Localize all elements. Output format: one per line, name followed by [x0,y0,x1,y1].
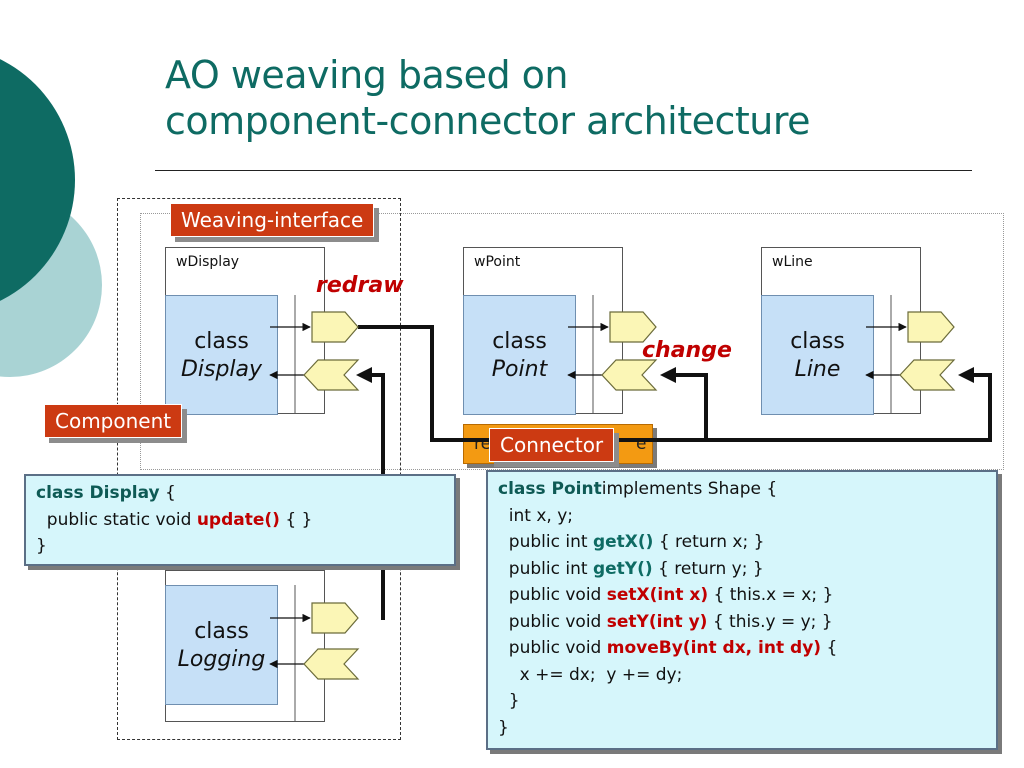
code-line: class Display { [36,480,444,507]
change-wire [672,373,708,440]
code-text: { } [279,509,313,530]
code-line: } [498,717,509,738]
decorative-circles [0,59,102,377]
code-line: } [498,691,520,711]
code-method: getY() [592,558,653,579]
code-line: public void moveBy(int dx, int dy) { [498,635,986,662]
dashed-component-boundary [117,198,401,740]
component-tag: Component [44,404,183,438]
code-method: moveBy(int dx, int dy) [606,638,822,658]
code-method: setX(int x) [606,585,709,605]
code-line: } [36,536,47,556]
page-title: AO weaving based on component-connector … [165,52,811,144]
weaving-interface-label: wLine [772,254,813,270]
class-name: Point [491,357,548,382]
port-out-point [609,311,657,343]
code-line: public void setY(int y) { this.y = y; } [498,609,986,636]
connector-bar-text-right: e [636,434,647,454]
code-line: class Pointimplements Shape { [498,476,986,503]
port-out-display [311,311,359,343]
title-line-1: AO weaving based on [165,53,569,97]
code-text: public static void [36,509,197,530]
weaving-interface-label: wPoint [474,254,521,270]
code-text: { [159,483,176,503]
port-in-line [899,359,956,391]
class-point-box: class Point [463,295,576,415]
port-in-logging [303,648,360,680]
arrowhead-point [660,367,676,383]
code-text: implements Shape { [601,479,778,499]
code-line: public static void update() { } [36,507,444,534]
code-line: public int getY() { return y; } [498,556,986,583]
code-text: public void [498,638,607,658]
class-logging-box: class Logging [165,585,278,705]
redraw-label: redraw [316,273,404,298]
code-keyword: class Point [498,479,602,499]
class-keyword: class [790,329,845,354]
code-text: { return y; } [652,558,764,579]
weaving-interface-label: wDisplay [176,254,240,270]
port-out-logging [311,602,359,634]
weaving-interface-tag: Weaving-interface [170,203,375,237]
code-method: getX() [592,532,654,552]
code-class-display: class Display { public static void updat… [24,474,456,566]
code-text: public void [498,585,607,605]
title-divider [155,170,972,171]
class-name: Line [794,357,841,382]
code-text: { this.x = x; } [708,585,834,605]
code-method: setY(int y) [606,611,708,632]
port-in-display [303,359,360,391]
class-line-box: class Line [761,295,874,415]
code-method: update() [196,509,280,530]
code-class-point: class Pointimplements Shape { int x, y; … [486,470,998,750]
code-text: public int [498,558,593,579]
title-line-2: component-connector architecture [165,99,811,143]
class-keyword: class [492,329,547,354]
code-line: int x, y; [498,505,574,526]
port-in-point [601,359,658,391]
change-label: change [642,338,732,363]
arrowhead-display [356,367,372,383]
dotted-system-boundary [140,213,1004,470]
class-keyword: class [194,619,249,644]
dark-teal-circle [0,59,75,301]
class-display-box: class Display [165,295,278,415]
code-keyword: class Display [36,483,160,503]
class-name: Display [180,357,263,382]
redraw-wire [358,325,992,442]
code-line: x += dx; y += dy; [498,664,683,685]
code-text: public void [498,611,607,632]
port-out-line [907,311,955,343]
code-line: public void setX(int x) { this.x = x; } [498,582,986,609]
code-text: public int [498,532,593,552]
code-text: { return x; } [653,532,765,552]
code-line: public int getX() { return x; } [498,529,986,556]
code-text: { this.y = y; } [707,611,833,632]
connector-tag: Connector [489,428,615,462]
class-keyword: class [194,329,249,354]
arrowhead-line [958,367,974,383]
code-text: { [821,638,838,658]
class-name: Logging [177,647,266,672]
